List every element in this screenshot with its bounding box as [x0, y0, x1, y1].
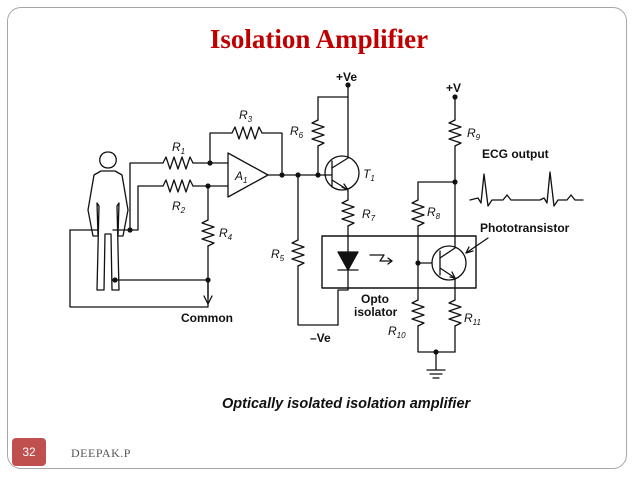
slide-frame [7, 7, 627, 469]
phototransistor [431, 245, 467, 281]
label-r9: R9 [467, 126, 481, 142]
label-r2: R2 [172, 199, 186, 215]
resistor-r4 [201, 219, 215, 247]
label-r4: R4 [219, 226, 233, 242]
resistor-r1 [162, 156, 194, 170]
resistor-r2 [162, 179, 194, 193]
label-r11: R11 [464, 311, 481, 327]
label-r7: R7 [362, 207, 376, 223]
label-plus-ve: +Ve [336, 70, 357, 84]
label-opto: Opto [361, 292, 389, 306]
label-plus-v: +V [446, 81, 461, 95]
opamp-a1 [227, 152, 269, 198]
label-ecg-output: ECG output [482, 147, 549, 161]
label-r1: R1 [172, 140, 185, 156]
diagram-caption: Optically isolated isolation amplifier [222, 396, 472, 412]
slide-title: Isolation Amplifier [209, 24, 429, 54]
resistor-r6 [311, 119, 325, 147]
opto-isolator-box [321, 235, 477, 289]
resistor-r11 [448, 299, 462, 327]
label-phototransistor: Phototransistor [480, 221, 570, 235]
label-r3: R3 [239, 108, 253, 124]
label-r10: R10 [388, 324, 406, 340]
label-r8: R8 [427, 205, 441, 221]
label-a1: A1 [234, 169, 247, 185]
resistor-r7 [341, 199, 355, 227]
resistor-r3 [231, 126, 263, 140]
ecg-waveform [469, 171, 584, 207]
label-isolator: isolator [354, 305, 398, 319]
led-diode [337, 251, 359, 271]
label-t1: T1 [363, 167, 375, 183]
human-figure-icon [87, 151, 129, 291]
resistor-r10 [411, 299, 425, 327]
label-r5: R5 [271, 247, 285, 263]
resistor-r5 [291, 239, 305, 267]
label-minus-ve: –Ve [310, 331, 331, 345]
label-common: Common [181, 311, 233, 325]
body-frame [69, 229, 209, 308]
resistor-r8 [411, 199, 425, 227]
label-r6: R6 [290, 124, 304, 140]
ground-icon [426, 369, 446, 379]
footer-author: DEEPAK.P [71, 446, 131, 460]
page-number-badge: 32 [12, 438, 46, 466]
junction-dots [112, 82, 458, 355]
resistor-r9 [448, 119, 462, 147]
transistor-t1 [324, 155, 360, 191]
